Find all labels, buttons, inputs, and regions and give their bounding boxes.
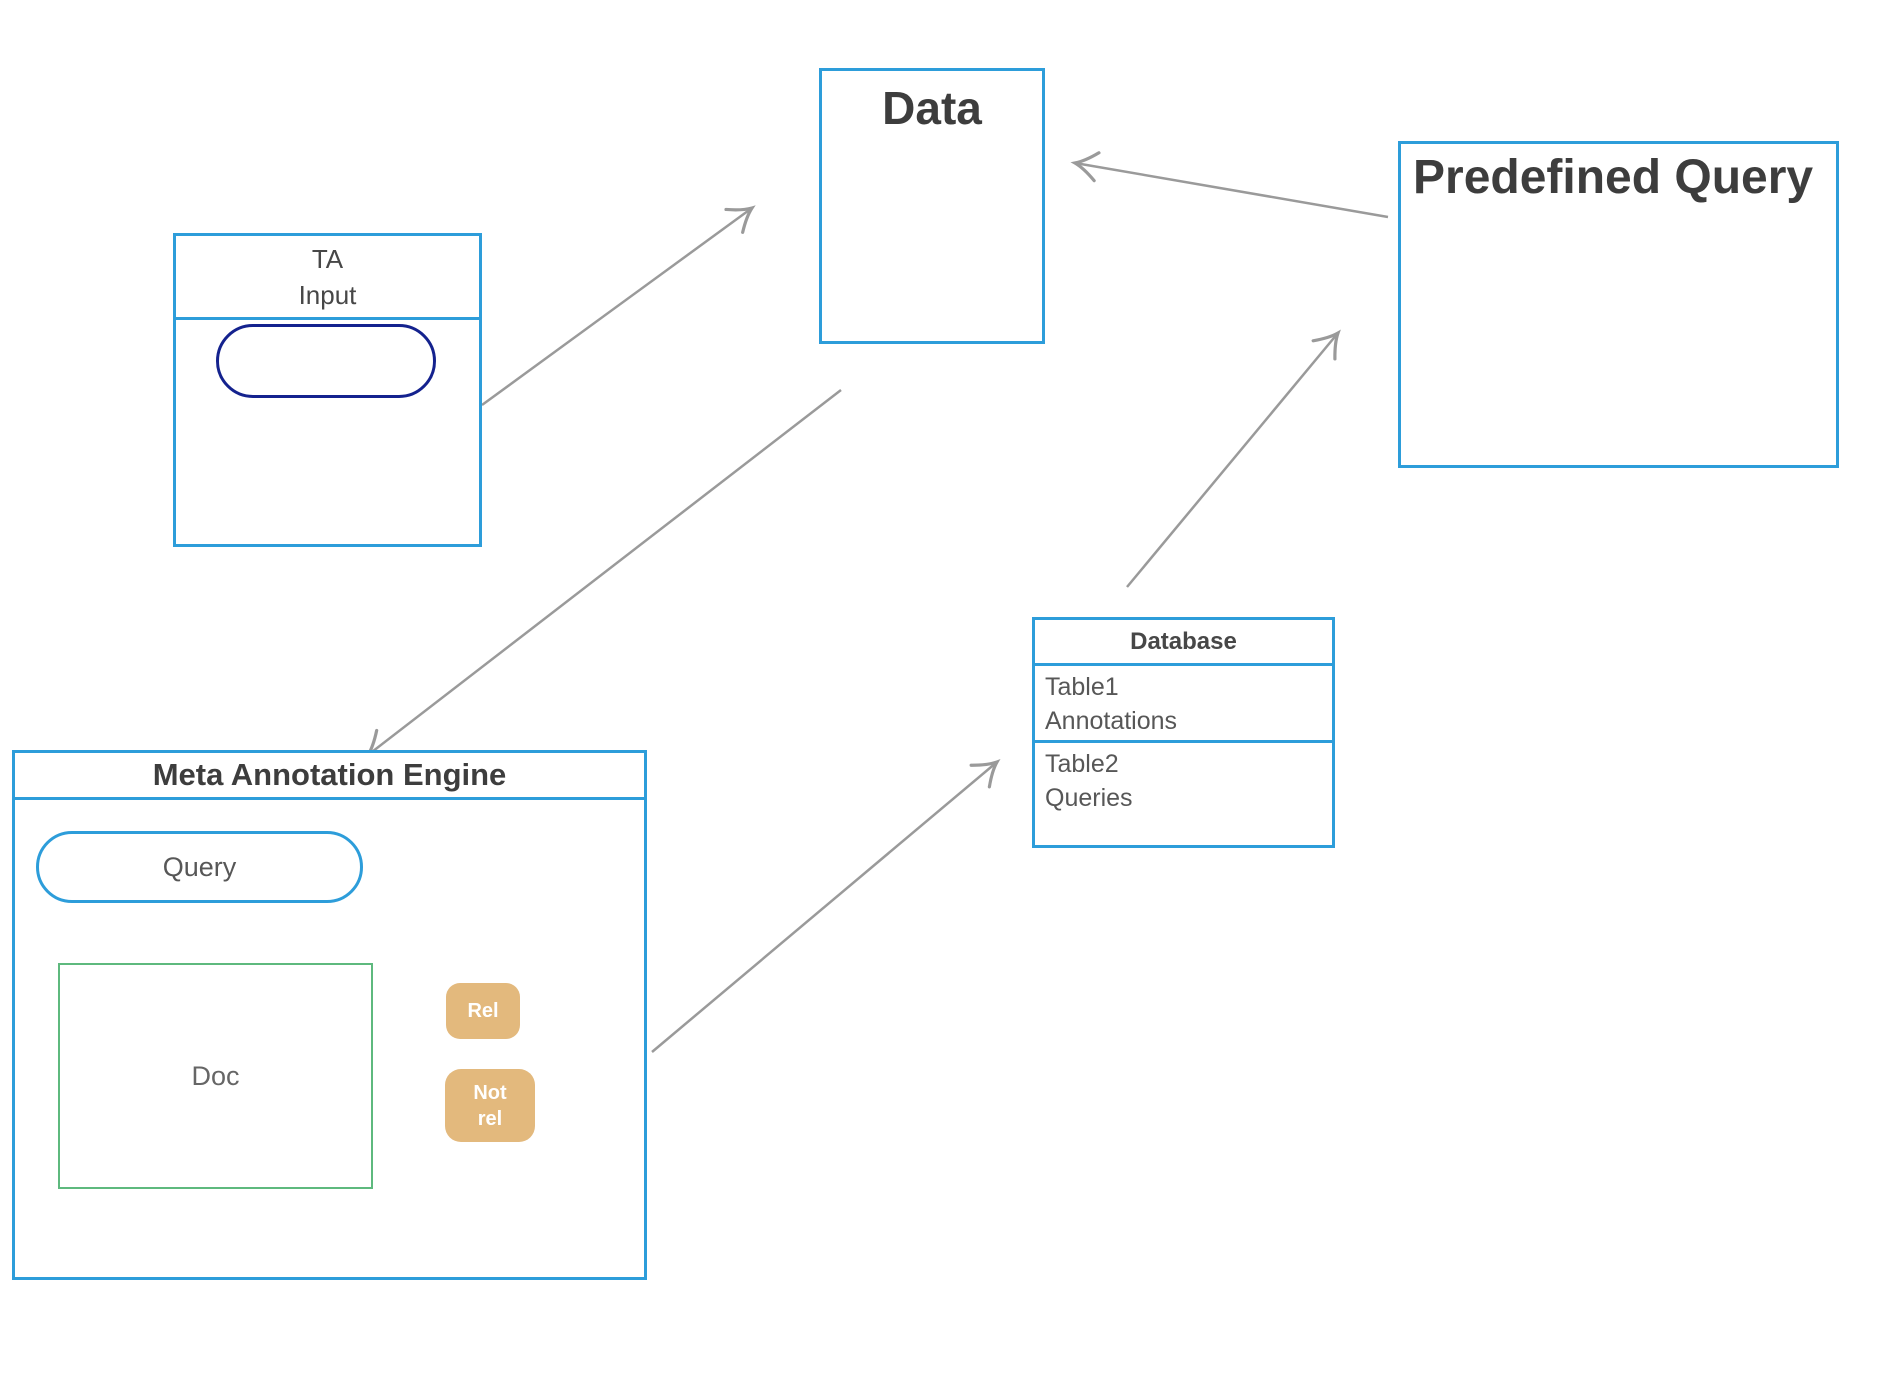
meta-annotation-engine-node: Meta Annotation Engine Query Doc Rel Not… [12, 750, 647, 1280]
database-table1-name: Table1 [1045, 673, 1119, 701]
ta-input-title-line2: Input [298, 279, 357, 310]
arrow-database-to-predefined-query [1126, 329, 1341, 588]
doc-box: Doc [58, 963, 373, 1189]
arrow-predefined-query-to-data [1070, 151, 1389, 219]
not-rel-button[interactable]: Not rel [445, 1069, 535, 1142]
data-node-title: Data [882, 82, 982, 134]
query-pill-label: Query [162, 851, 237, 882]
ta-input-title: TA Input [176, 236, 479, 320]
not-rel-button-line1: Not [473, 1081, 507, 1104]
ta-input-title-line1: TA [311, 243, 344, 274]
not-rel-button-line2: rel [477, 1107, 503, 1130]
predefined-query-node: Predefined Query [1398, 141, 1839, 468]
database-node: Database Table1 Annotations Table2 Queri… [1032, 617, 1335, 848]
predefined-query-title: Predefined Query [1413, 151, 1814, 204]
ta-input-node: TA Input [173, 233, 482, 547]
doc-box-label: Doc [191, 1060, 240, 1091]
ta-input-field-shape [216, 324, 436, 398]
database-table1-row: Table1 Annotations [1035, 666, 1332, 743]
database-table2-content: Queries [1045, 784, 1133, 812]
meta-annotation-engine-title: Meta Annotation Engine [15, 753, 644, 800]
database-table1-content: Annotations [1045, 707, 1178, 735]
rel-button-label: Rel [467, 1000, 499, 1022]
database-title: Database [1035, 620, 1332, 666]
arrow-engine-to-database [651, 759, 1001, 1053]
arrow-ta-to-data [481, 205, 756, 407]
query-pill: Query [36, 831, 363, 903]
rel-button[interactable]: Rel [446, 983, 520, 1039]
database-table2-row: Table2 Queries [1035, 743, 1332, 845]
database-table2-name: Table2 [1045, 750, 1119, 778]
data-node: Data [819, 68, 1045, 344]
